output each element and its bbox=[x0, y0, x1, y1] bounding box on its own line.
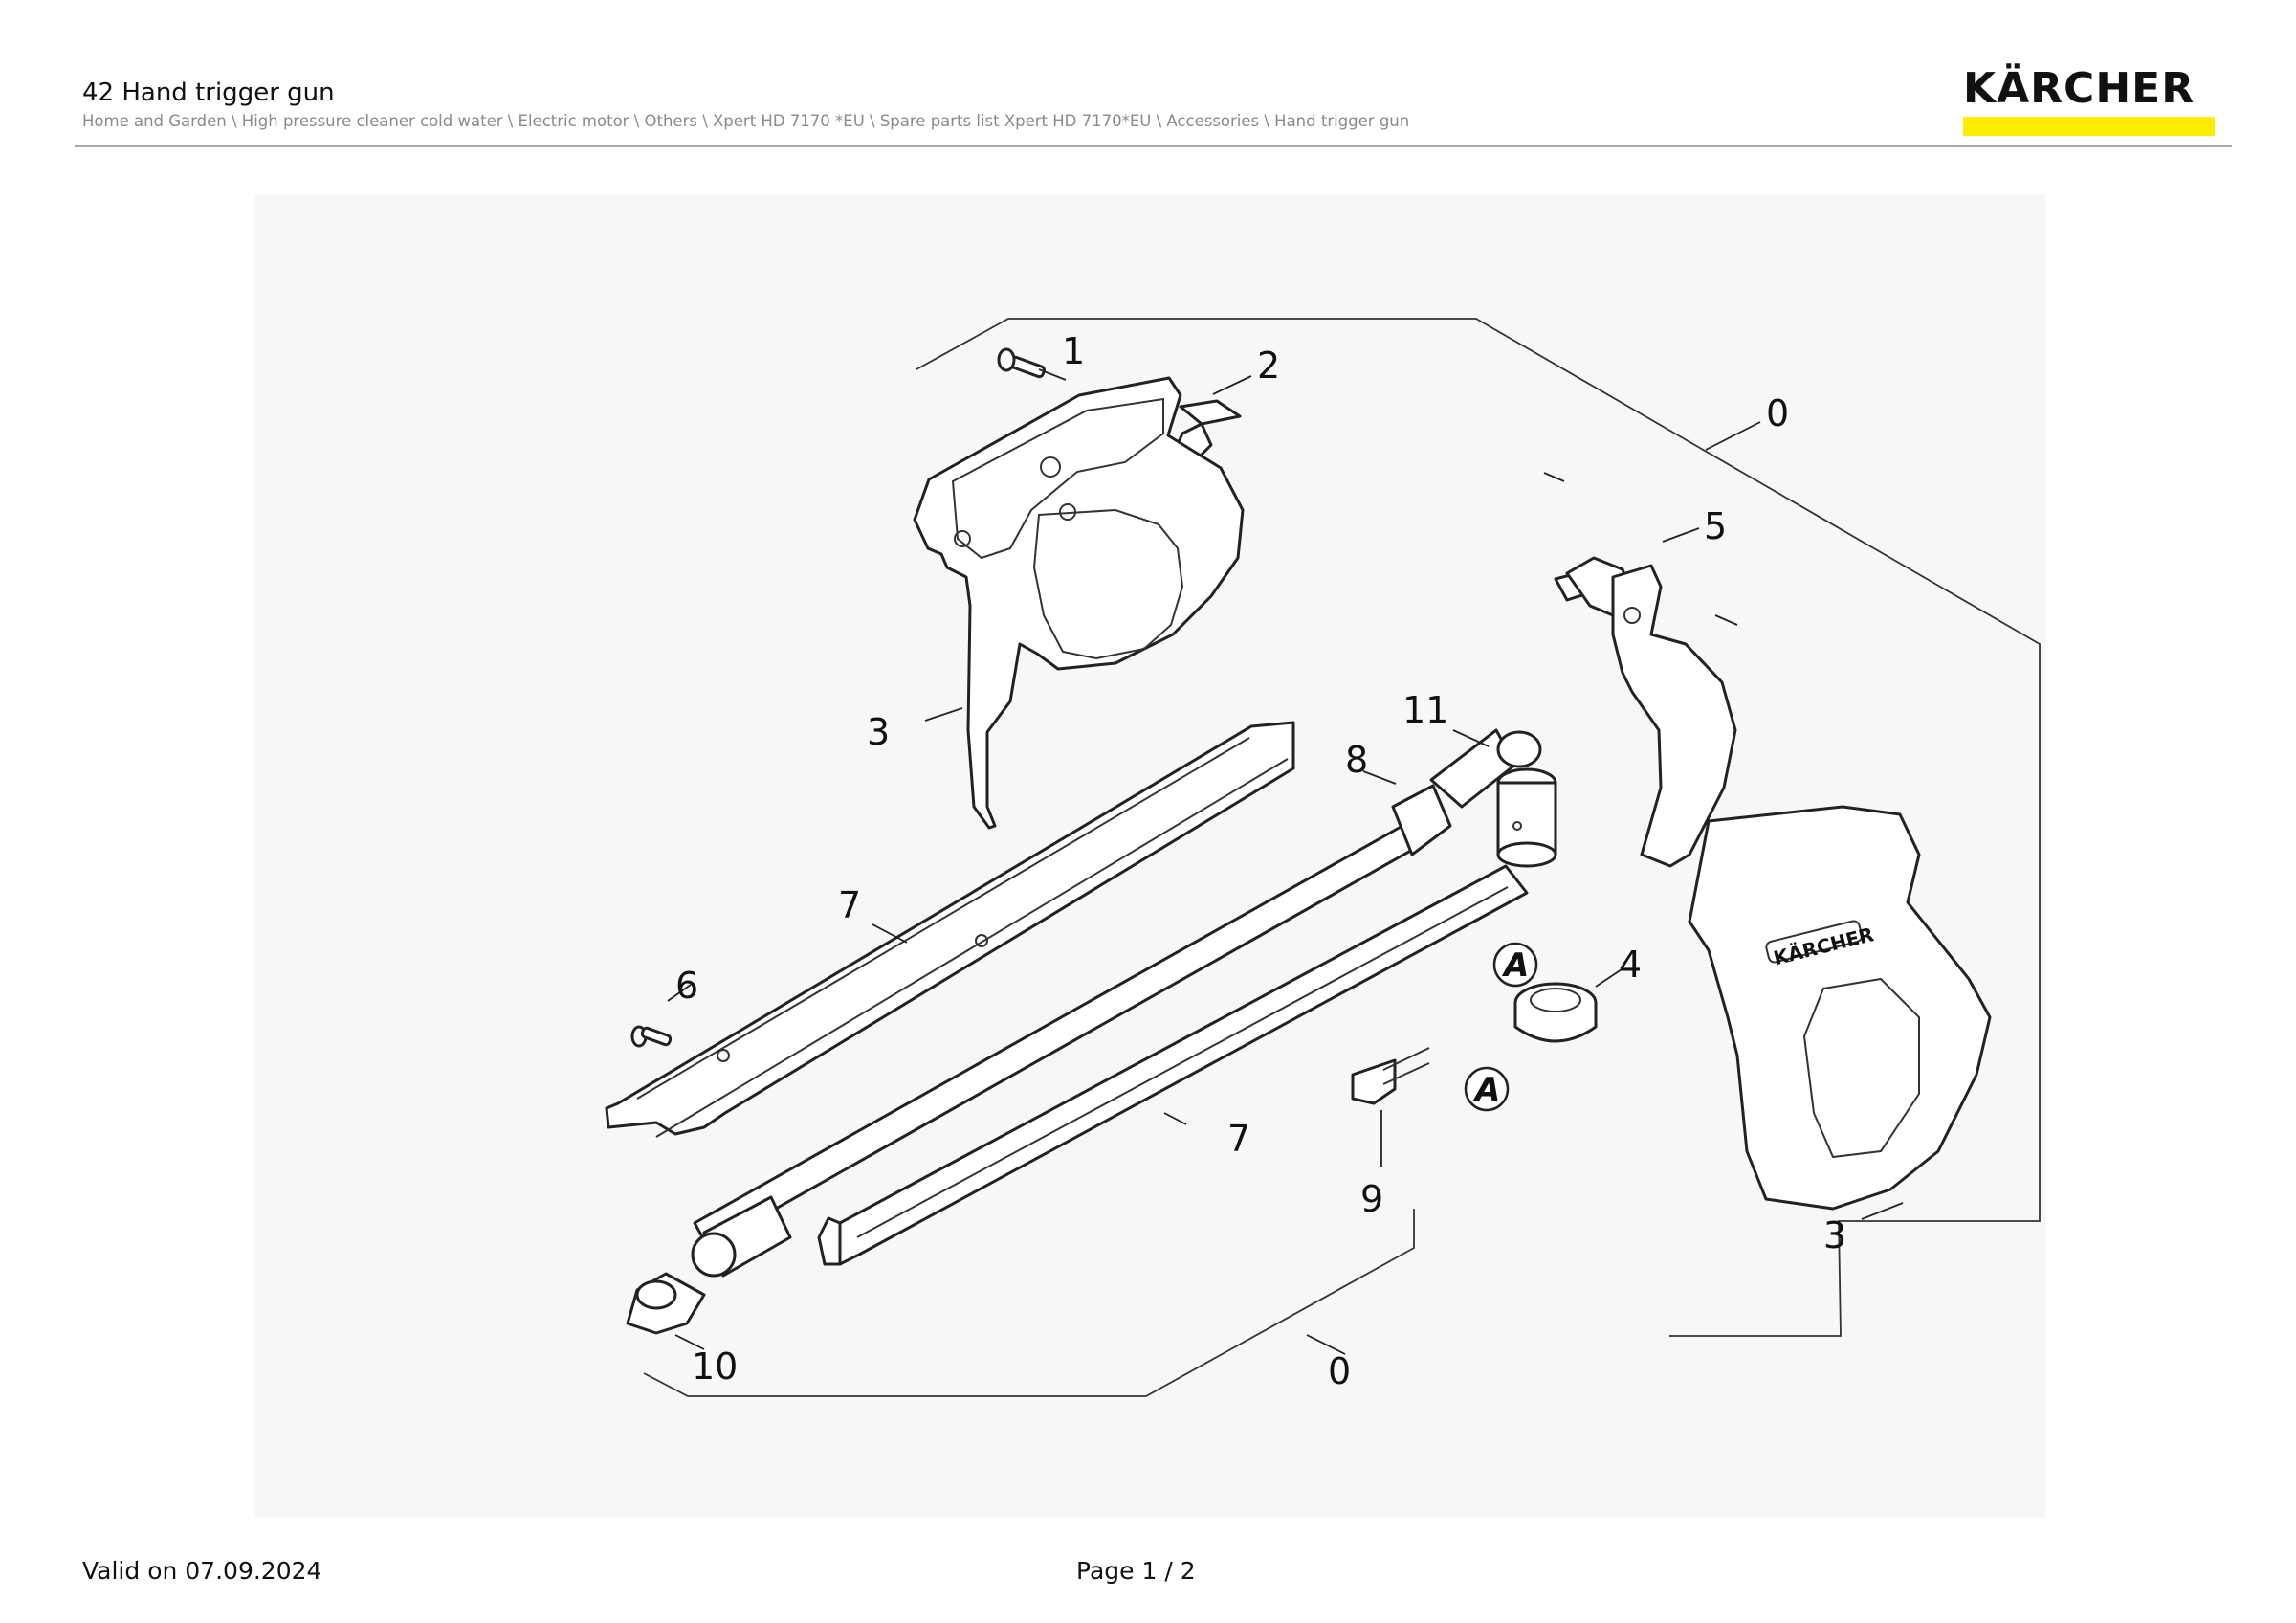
exploded-parts-diagram: KÄRCHER bbox=[254, 194, 2045, 1518]
end-cap-part bbox=[626, 1195, 792, 1335]
part-number-label: 7 bbox=[1227, 1118, 1250, 1160]
inner-tube-part bbox=[693, 728, 1557, 1249]
karcher-logo: KÄRCHER bbox=[1963, 67, 2215, 136]
part-number-label: 0 bbox=[1766, 392, 1789, 434]
part-number-label: 2 bbox=[1257, 345, 1280, 387]
part-number-label: 3 bbox=[1823, 1214, 1846, 1256]
diagram-svg: KÄRCHER bbox=[605, 318, 2041, 1397]
part-number-label: 11 bbox=[1402, 689, 1448, 731]
part-number-label: 6 bbox=[675, 965, 698, 1007]
left-shell-part bbox=[913, 376, 1245, 830]
ring-part bbox=[1513, 982, 1598, 1043]
reference-marker-a-1: A bbox=[1492, 942, 1538, 988]
clip-part bbox=[1351, 1047, 1430, 1105]
part-number-label: 4 bbox=[1619, 944, 1642, 986]
part-number-label: 9 bbox=[1360, 1178, 1383, 1220]
part-number-label: 8 bbox=[1345, 739, 1368, 781]
small-screw-part bbox=[630, 1025, 673, 1048]
part-number-label: 5 bbox=[1704, 505, 1727, 547]
part-number-label: 7 bbox=[838, 884, 861, 926]
leader-lines bbox=[667, 368, 1904, 1355]
reference-marker-a-2: A bbox=[1464, 1066, 1510, 1112]
assembly-frame-bottom bbox=[643, 1209, 1415, 1397]
part-number-label: 3 bbox=[867, 711, 890, 753]
marker-label: A bbox=[1472, 1071, 1500, 1109]
assembly-frame-top bbox=[916, 318, 2041, 1337]
page-indicator: Page 1 / 2 bbox=[1076, 1557, 1196, 1585]
logo-yellow-bar bbox=[1963, 117, 2215, 136]
page-title: 42 Hand trigger gun bbox=[82, 78, 335, 107]
logo-text: KÄRCHER bbox=[1963, 64, 2196, 113]
right-housing-part: KÄRCHER bbox=[1688, 805, 1992, 1211]
valve-part bbox=[1543, 472, 1738, 868]
valid-date: Valid on 07.09.2024 bbox=[82, 1557, 322, 1585]
part-number-label: 0 bbox=[1328, 1350, 1351, 1392]
marker-label: A bbox=[1501, 946, 1529, 985]
screw-part bbox=[997, 347, 1046, 379]
breadcrumb[interactable]: Home and Garden \ High pressure cleaner … bbox=[82, 112, 1410, 130]
upper-tube-half-part bbox=[605, 721, 1295, 1138]
header-divider bbox=[75, 145, 2232, 147]
part-number-label: 10 bbox=[692, 1345, 738, 1388]
page-header: 42 Hand trigger gun Home and Garden \ Hi… bbox=[82, 77, 1709, 132]
lower-tube-half-part bbox=[817, 864, 1529, 1266]
part-number-label: 1 bbox=[1062, 330, 1085, 372]
